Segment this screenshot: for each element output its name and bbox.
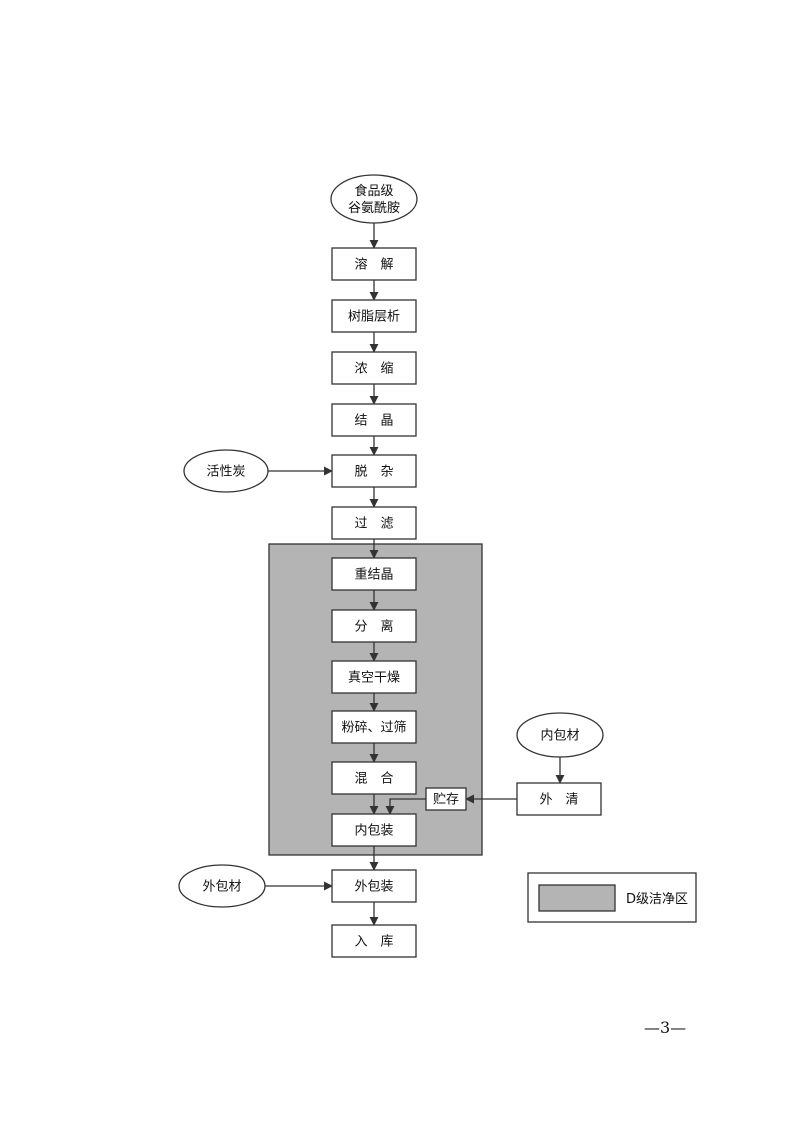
legend: D级洁净区 <box>527 872 697 923</box>
node-concentrate: 浓 缩 <box>331 351 417 385</box>
node-box <box>331 660 417 694</box>
node-ellipse <box>183 449 269 493</box>
node-label: 内包材 <box>540 728 579 744</box>
node-label: 脱 杂 <box>354 465 393 480</box>
node-warehouse: 入 库 <box>331 924 417 958</box>
node-dissolve: 溶 解 <box>331 247 417 281</box>
node-label: 活性炭 <box>206 465 245 480</box>
node-box <box>331 247 417 281</box>
node-label: 分 离 <box>354 619 393 635</box>
node-label: 入 库 <box>354 934 393 950</box>
legend-label: D级洁净区 <box>626 892 688 907</box>
node-outer-clean: 外 清 <box>516 782 602 816</box>
page-number: —3— <box>644 1018 687 1037</box>
node-label: 内包装 <box>354 823 393 839</box>
node-label: 浓 缩 <box>354 361 393 377</box>
node-label: 外包材 <box>202 880 241 895</box>
node-label: 溶 解 <box>354 258 393 273</box>
node-label: 树脂层析 <box>348 310 400 325</box>
node-box <box>331 924 417 958</box>
node-crush-sieve: 粉碎、过筛 <box>331 710 417 744</box>
node-decolor: 脱 杂 <box>331 454 417 488</box>
node-label: 重结晶 <box>354 567 393 583</box>
node-box <box>331 869 417 903</box>
node-ellipse <box>330 174 418 224</box>
node-box <box>331 710 417 744</box>
node-box <box>331 351 417 385</box>
node-label: 真空干燥 <box>348 671 400 686</box>
node-crystallize: 结 晶 <box>331 403 417 437</box>
node-inner-pack: 内包装 <box>331 813 417 847</box>
node-label: 谷氨酰胺 <box>348 201 400 216</box>
node-ellipse <box>516 712 604 758</box>
node-box <box>516 782 602 816</box>
node-label: 外包装 <box>354 880 393 895</box>
node-box <box>331 609 417 643</box>
node-filter: 过 滤 <box>331 506 417 540</box>
node-inner-material: 内包材 <box>516 712 604 758</box>
node-label: 粉碎、过筛 <box>341 721 406 736</box>
node-box <box>331 761 417 795</box>
node-vacuum-dry: 真空干燥 <box>331 660 417 694</box>
node-outer-material: 外包材 <box>178 864 266 908</box>
node-box <box>331 557 417 591</box>
node-ellipse <box>178 864 266 908</box>
node-separate: 分 离 <box>331 609 417 643</box>
legend-swatch <box>538 884 616 912</box>
node-resin: 树脂层析 <box>331 299 417 333</box>
node-outer-pack: 外包装 <box>331 869 417 903</box>
edge-storage-to-inner-pack <box>385 798 426 815</box>
edge-layer <box>265 223 565 926</box>
node-box <box>331 454 417 488</box>
node-recrystallize: 重结晶 <box>331 557 417 591</box>
node-label: 混 合 <box>354 772 393 787</box>
node-box <box>425 787 467 811</box>
node-storage: 贮存 <box>425 787 467 811</box>
node-label: 贮存 <box>433 793 459 808</box>
node-label: 过 滤 <box>354 517 393 532</box>
node-box <box>331 506 417 540</box>
node-label: 外 清 <box>539 793 578 808</box>
node-label: 结 晶 <box>354 414 393 429</box>
node-box <box>331 299 417 333</box>
node-carbon: 活性炭 <box>183 449 269 493</box>
node-box <box>331 403 417 437</box>
node-mix: 混 合 <box>331 761 417 795</box>
node-label: 食品级 <box>354 183 393 199</box>
node-box <box>331 813 417 847</box>
